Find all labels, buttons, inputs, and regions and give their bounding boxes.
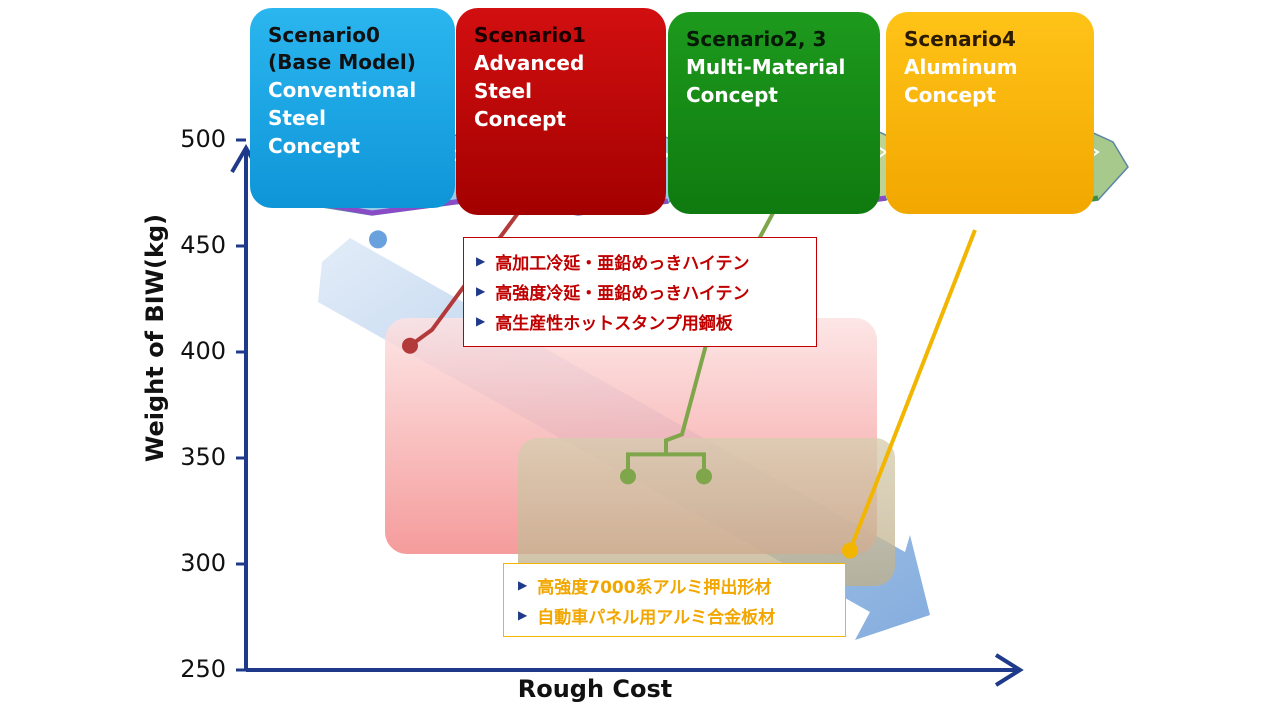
scenario-2-box: Scenario2, 3 Multi-Material Concept <box>668 12 880 214</box>
scenario-0-box: Scenario0 (Base Model) Conventional Stee… <box>250 8 455 208</box>
scenario-0-concept-1: Conventional <box>268 78 417 102</box>
scenario-2-concept-1: Multi-Material <box>686 55 846 79</box>
scenario-1-box: Scenario1 Advanced Steel Concept <box>456 8 666 215</box>
aluminum-item: ▶ 自動車パネル用アルミ合金板材 <box>518 600 831 630</box>
aluminum-item-label: 高強度7000系アルミ押出形材 <box>537 577 772 598</box>
y-tick-label: 350 <box>180 443 226 471</box>
scenario-3-box: Scenario4 Aluminum Concept <box>886 12 1094 214</box>
scenario-0-concept-2: Steel <box>268 106 326 130</box>
leader-scenario-4 <box>848 229 977 552</box>
y-tick-label: 400 <box>180 337 226 365</box>
leader-lines <box>408 188 977 552</box>
data-point-scenario-2 <box>620 468 636 485</box>
leader-scenario-1 <box>408 188 537 348</box>
scenario-2-concept-2: Concept <box>686 83 778 107</box>
y-tick-label: 300 <box>180 549 226 577</box>
aluminum-materials-box: ▶ 高強度7000系アルミ押出形材 ▶ 自動車パネル用アルミ合金板材 <box>503 563 846 637</box>
bullet-icon: ▶ <box>518 578 528 592</box>
y-tick-label: 250 <box>180 655 226 683</box>
scenario-3-concept-1: Aluminum <box>904 55 1018 79</box>
steel-item: ▶ 高加工冷延・亜鉛めっきハイテン <box>476 246 804 276</box>
data-points <box>369 230 858 559</box>
x-axis-label: Rough Cost <box>517 675 673 703</box>
scenario-1-concept-1: Advanced <box>474 51 585 75</box>
steel-item: ▶ 高生産性ホットスタンプ用鋼板 <box>476 306 804 336</box>
bullet-icon: ▶ <box>476 254 486 268</box>
y-tick-label: 450 <box>180 231 226 259</box>
data-point-scenario-1 <box>402 337 418 354</box>
scenario-0-concept-3: Concept <box>268 134 360 158</box>
bullet-icon: ▶ <box>476 314 486 328</box>
scenario-3-concept-2: Concept <box>904 83 996 107</box>
steel-item-label: 高強度冷延・亜鉛めっきハイテン <box>495 283 750 304</box>
aluminum-region <box>518 438 895 586</box>
y-ticks <box>236 138 246 672</box>
scenario-1-concept-3: Concept <box>474 107 566 131</box>
bullet-icon: ▶ <box>476 284 486 298</box>
aluminum-item: ▶ 高強度7000系アルミ押出形材 <box>518 570 831 600</box>
scenario-3-title: Scenario4 <box>904 27 1016 51</box>
scenario-1-concept-2: Steel <box>474 79 532 103</box>
data-point-scenario-3 <box>696 468 712 485</box>
scenario-0-subtitle: (Base Model) <box>268 50 416 74</box>
scenario-2-title: Scenario2, 3 <box>686 27 827 51</box>
y-axis-label: Weight of BIW(kg) <box>141 213 169 463</box>
steel-item-label: 高加工冷延・亜鉛めっきハイテン <box>495 253 750 274</box>
steel-item: ▶ 高強度冷延・亜鉛めっきハイテン <box>476 276 804 306</box>
steel-item-label: 高生産性ホットスタンプ用鋼板 <box>495 313 733 334</box>
scenario-0-title: Scenario0 <box>268 23 380 47</box>
steel-materials-box: ▶ 高加工冷延・亜鉛めっきハイテン ▶ 高強度冷延・亜鉛めっきハイテン ▶ 高生産性ホ… <box>463 237 817 347</box>
aluminum-item-label: 自動車パネル用アルミ合金板材 <box>537 607 776 628</box>
scenario-1-title: Scenario1 <box>474 23 586 47</box>
y-tick-label: 500 <box>180 125 226 153</box>
bullet-icon: ▶ <box>518 608 528 622</box>
data-point-scenario-0 <box>369 230 387 249</box>
data-point-scenario-4 <box>842 542 858 559</box>
